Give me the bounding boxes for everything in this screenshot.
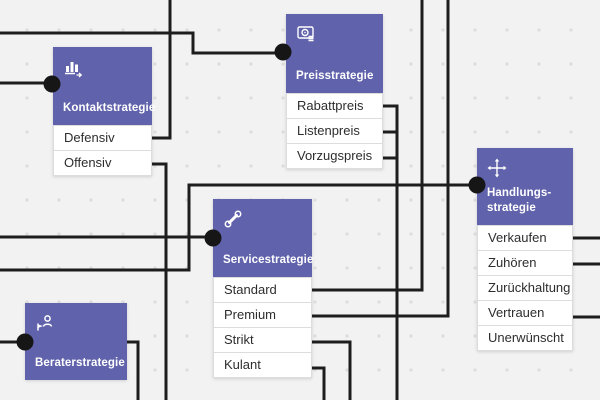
- node-item[interactable]: Unerwünscht: [477, 325, 573, 351]
- node-item[interactable]: Zuhören: [477, 250, 573, 276]
- node-item[interactable]: Defensiv: [53, 125, 152, 151]
- move-arrows-icon: [486, 157, 508, 179]
- node-item[interactable]: Offensiv: [53, 150, 152, 176]
- node-item[interactable]: Rabattpreis: [286, 93, 383, 119]
- node-items: Verkaufen Zuhören Zurückhaltung Vertraue…: [477, 225, 573, 351]
- node-items: Defensiv Offensiv: [53, 125, 152, 176]
- node-item[interactable]: Kulant: [213, 352, 312, 378]
- node-items: Standard Premium Strikt Kulant: [213, 277, 312, 378]
- node-beraterstrategie[interactable]: Beraterstrategie: [25, 303, 127, 380]
- node-header[interactable]: Beraterstrategie: [25, 303, 127, 380]
- node-header[interactable]: Preisstrategie: [286, 14, 383, 93]
- node-item[interactable]: Verkaufen: [477, 225, 573, 251]
- node-title: Kontaktstrategie: [63, 102, 156, 115]
- node-item[interactable]: Vorzugspreis: [286, 143, 383, 169]
- node-item[interactable]: Zurückhaltung: [477, 275, 573, 301]
- node-header[interactable]: Servicestrategie: [213, 199, 314, 277]
- price-scan-icon: [295, 23, 317, 45]
- node-item[interactable]: Premium: [213, 302, 312, 328]
- node-title: Handlungs- strategie: [487, 187, 552, 215]
- consultant-icon: [34, 312, 56, 334]
- bar-chart-arrow-icon: [62, 56, 84, 78]
- node-title: Servicestrategie: [223, 254, 314, 267]
- node-title: Beraterstrategie: [35, 357, 125, 370]
- node-item[interactable]: Standard: [213, 277, 312, 303]
- node-item[interactable]: Listenpreis: [286, 118, 383, 144]
- node-preisstrategie[interactable]: Preisstrategie Rabattpreis Listenpreis V…: [286, 14, 383, 169]
- node-servicestrategie[interactable]: Servicestrategie Standard Premium Strikt…: [213, 199, 314, 378]
- node-header[interactable]: Kontaktstrategie: [53, 47, 156, 125]
- node-title: Preisstrategie: [296, 70, 374, 83]
- wrench-icon: [222, 208, 244, 230]
- node-handlungsstrategie[interactable]: Handlungs- strategie Verkaufen Zuhören Z…: [477, 148, 573, 351]
- node-kontaktstrategie[interactable]: Kontaktstrategie Defensiv Offensiv: [53, 47, 156, 176]
- node-item[interactable]: Strikt: [213, 327, 312, 353]
- node-header[interactable]: Handlungs- strategie: [477, 148, 573, 225]
- node-item[interactable]: Vertrauen: [477, 300, 573, 326]
- node-items: Rabattpreis Listenpreis Vorzugspreis: [286, 93, 383, 169]
